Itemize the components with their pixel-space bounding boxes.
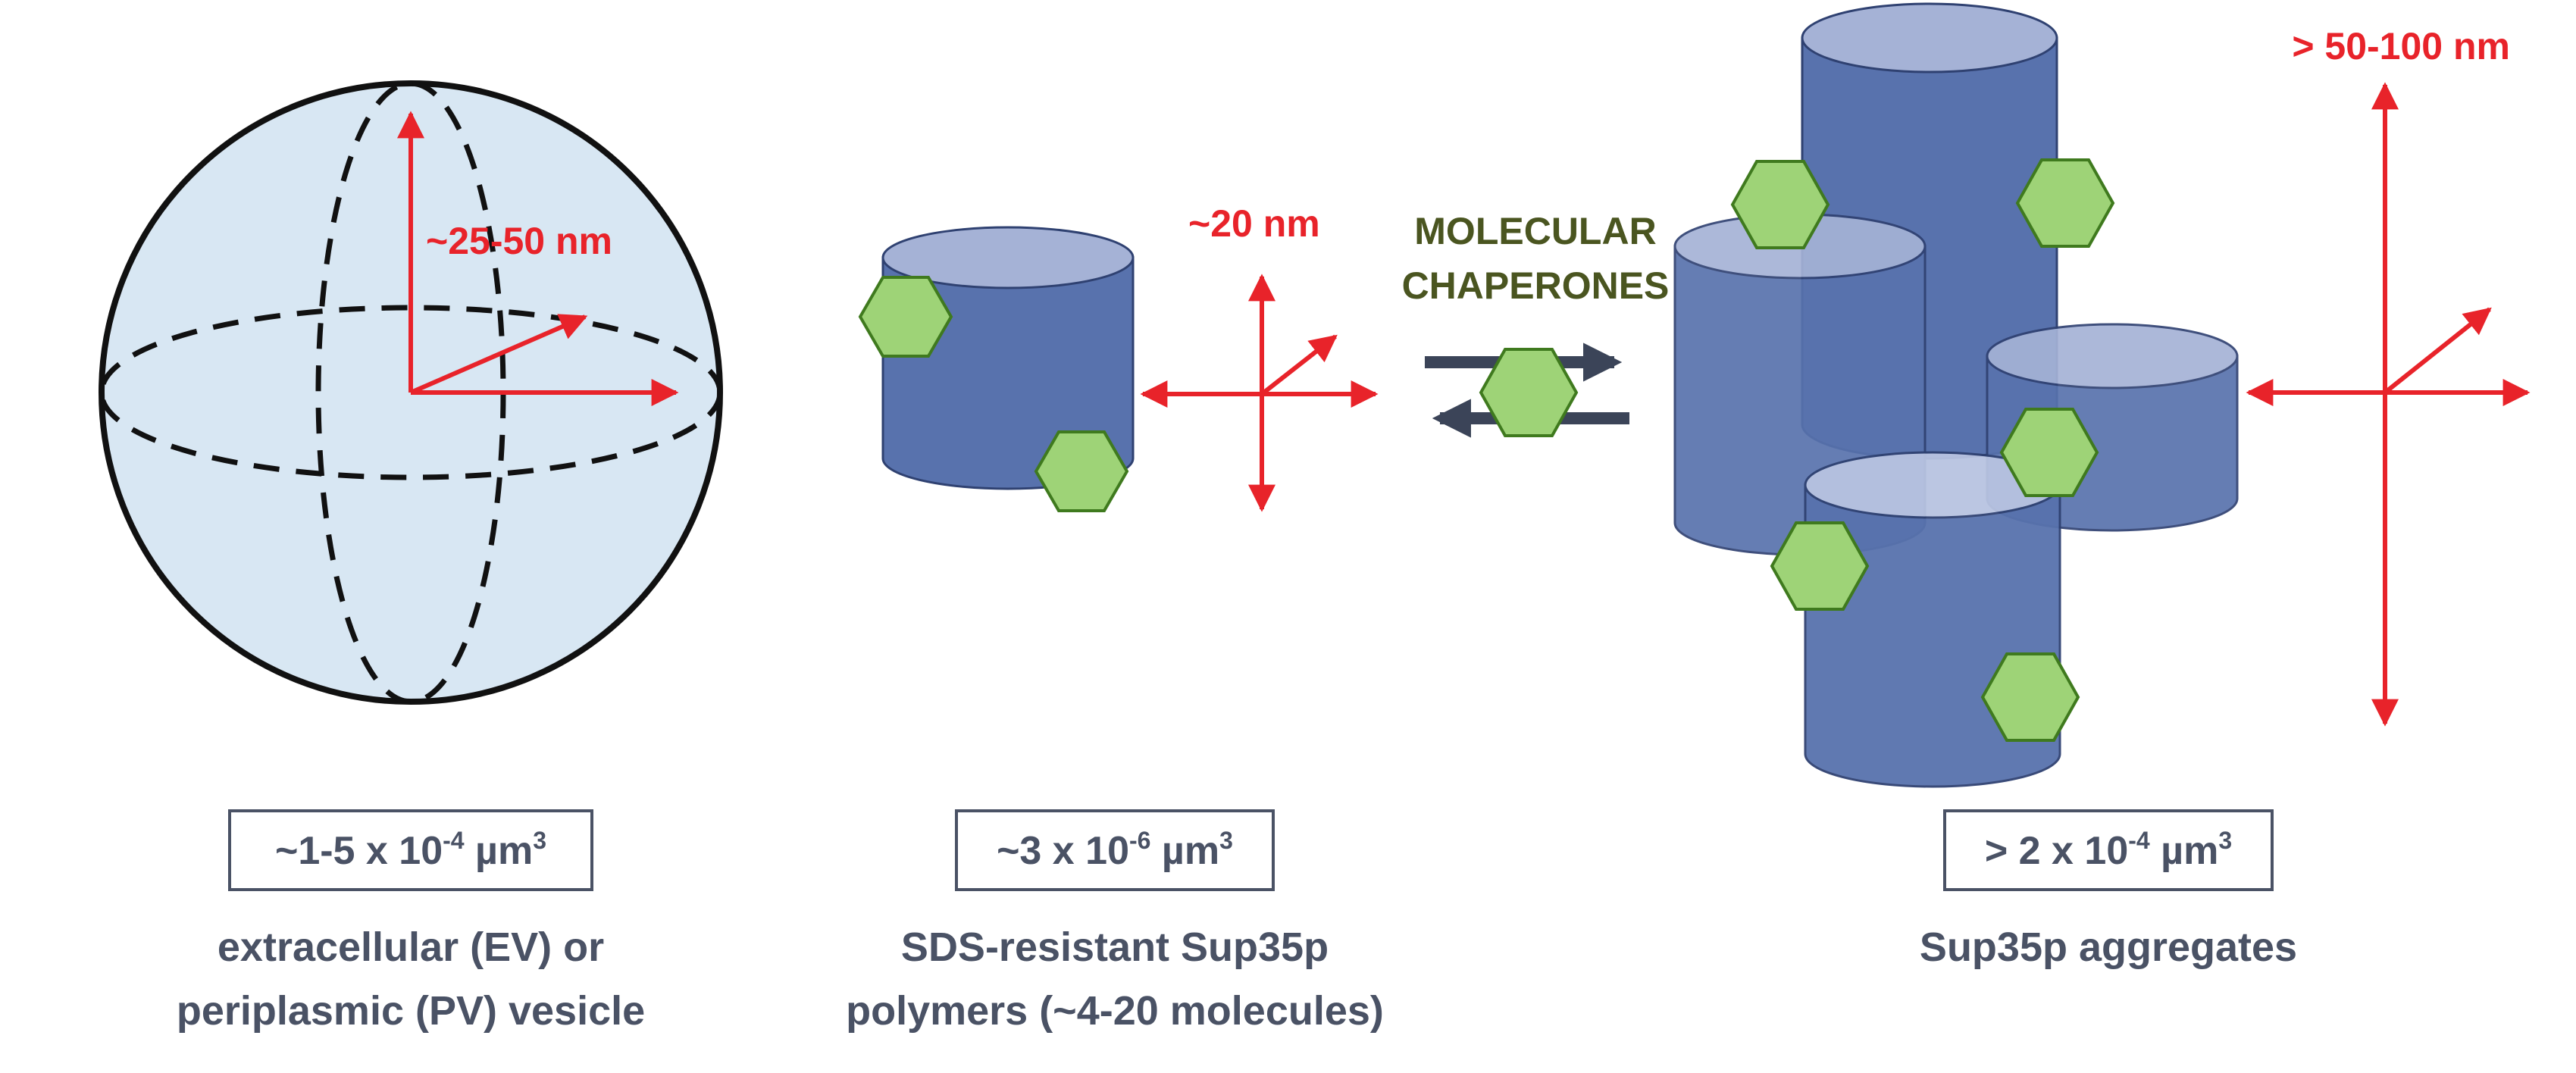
polymer-caption: ~3 x 10-6 µm3 SDS-resistant Sup35p polym… bbox=[846, 809, 1384, 1034]
chaperones-label-line1: MOLECULAR bbox=[1414, 210, 1656, 252]
chaperone-hexagon-icon bbox=[1980, 652, 2080, 742]
aggregate-caption: > 2 x 10-4 µm3 Sup35p aggregates bbox=[1920, 809, 2297, 970]
vesicle-dimension-label: ~25-50 nm bbox=[426, 220, 612, 262]
vesicle-equator bbox=[99, 305, 723, 480]
polymer-caption-line2: polymers (~4-20 molecules) bbox=[846, 988, 1384, 1034]
chaperone-hexagon-icon bbox=[858, 276, 953, 358]
vesicle-volume-label: ~1-5 x 10-4 µm3 bbox=[275, 827, 546, 873]
vesicle-caption: ~1-5 x 10-4 µm3 extracellular (EV) or pe… bbox=[177, 809, 645, 1034]
chaperone-hexagon-icon bbox=[1999, 408, 2099, 497]
vesicle-axis-diagonal bbox=[409, 314, 588, 395]
chaperone-hexagon-icon bbox=[1479, 348, 1579, 437]
chaperone-hexagon-icon bbox=[1770, 521, 1870, 611]
aggregate-dimension-label: > 50-100 nm bbox=[2292, 25, 2510, 67]
aggregate-panel: > 50-100 nm bbox=[1673, 2, 2531, 788]
chaperone-hexagon-icon bbox=[2015, 158, 2115, 248]
polymer-dimension-label: ~20 nm bbox=[1188, 202, 1320, 245]
aggregate-volume-box bbox=[1943, 809, 2274, 891]
polymer-volume-box bbox=[955, 809, 1275, 891]
polymer-axes bbox=[1140, 274, 1379, 512]
vesicle-volume-box bbox=[228, 809, 593, 891]
vesicle-axes bbox=[397, 111, 679, 406]
chaperones-label-line2: CHAPERONES bbox=[1402, 264, 1670, 307]
chaperones-panel: MOLECULAR CHAPERONES bbox=[1402, 210, 1670, 438]
polymer-panel: ~20 nm bbox=[858, 202, 1379, 512]
vesicle-caption-line2: periplasmic (PV) vesicle bbox=[177, 988, 645, 1034]
aggregate-volume-label: > 2 x 10-4 µm3 bbox=[1985, 827, 2232, 873]
chaperone-hexagon-icon bbox=[1034, 430, 1129, 512]
aggregate-axes bbox=[2246, 82, 2531, 727]
vesicle-caption-line1: extracellular (EV) or bbox=[218, 924, 604, 970]
polymer-volume-label: ~3 x 10-6 µm3 bbox=[997, 827, 1233, 873]
polymer-caption-line1: SDS-resistant Sup35p bbox=[901, 924, 1329, 970]
chaperone-hexagon-icon bbox=[1730, 160, 1830, 249]
vesicle-panel: ~25-50 nm bbox=[99, 80, 723, 705]
aggregate-caption-line1: Sup35p aggregates bbox=[1920, 924, 2297, 970]
